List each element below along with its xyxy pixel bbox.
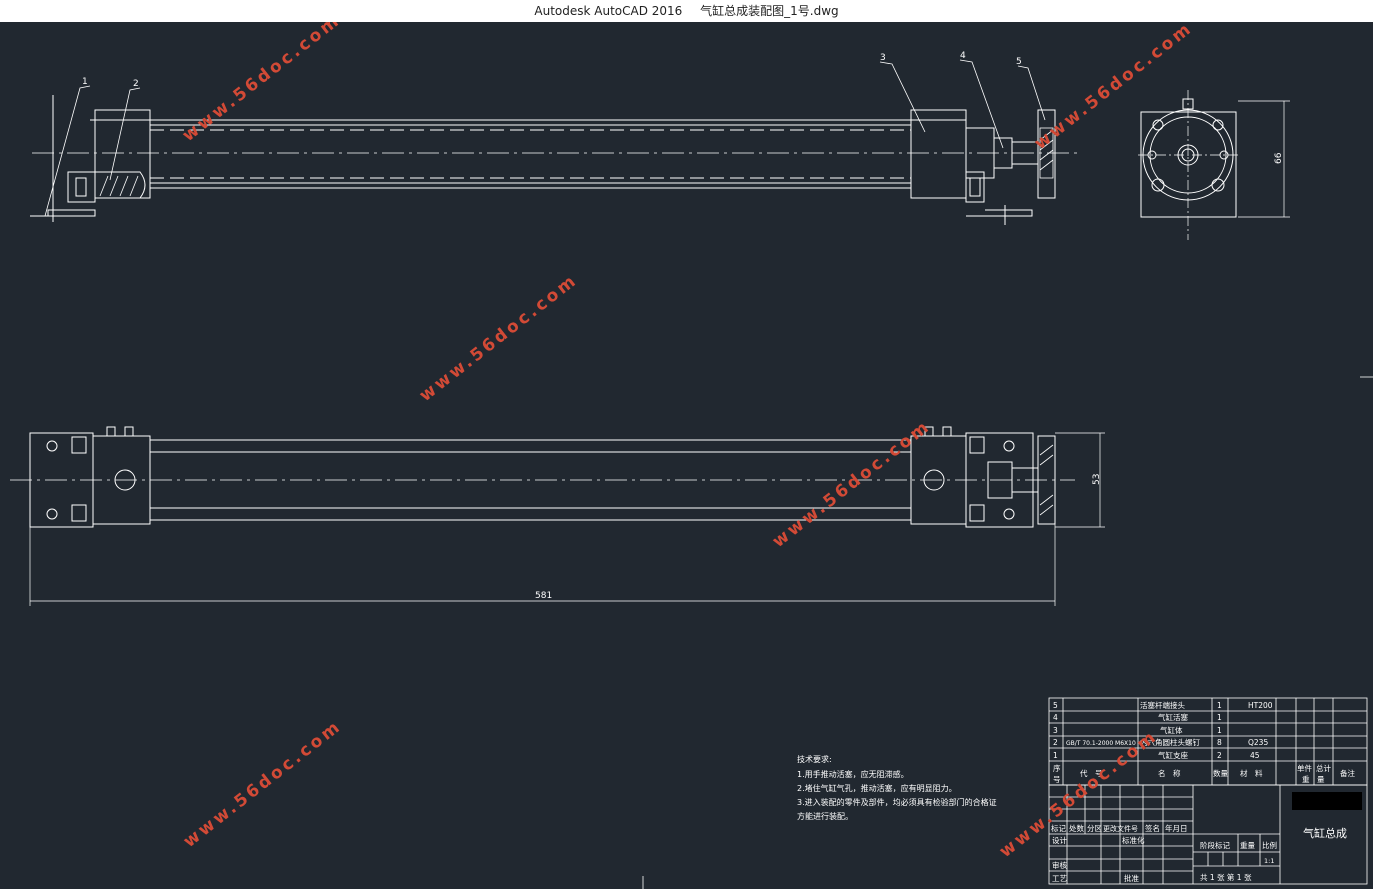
bom-header-material: 材 料 — [1240, 768, 1263, 778]
title-block: 标记 处数 分区 更改文件号 签名 年月日 设计 标准化 审核 工艺 批准 阶段… — [1051, 823, 1347, 883]
tb-weight: 重量 — [1240, 841, 1256, 850]
balloon-4: 4 — [960, 51, 966, 61]
window-title-bar: Autodesk AutoCAD 2016 气缸总成装配图_1号.dwg — [0, 0, 1373, 22]
title-block-lines — [1048, 784, 1368, 885]
bom-name: 内六角圆柱头螺钉 — [1140, 737, 1200, 747]
drawing-canvas[interactable]: 1 2 3 4 5 66 53 581 技术要求: 1.用手推动活塞，应无阻滞感… — [0, 22, 1373, 889]
tb-rev-sign: 签名 — [1145, 823, 1160, 833]
bom-no: 5 — [1053, 701, 1058, 710]
tb-scale: 比例 — [1262, 840, 1277, 850]
tb-process: 工艺 — [1052, 874, 1067, 883]
tech-req-line-3: 3.进入装配的零件及部件，均必须具有检验部门的合格证 — [797, 797, 997, 807]
balloon-5: 5 — [1016, 57, 1022, 67]
tech-req-title: 技术要求: — [797, 754, 832, 764]
tb-review: 审核 — [1052, 860, 1068, 870]
bom-header-total: 总计 — [1316, 763, 1332, 773]
balloon-3: 3 — [880, 53, 886, 63]
bom-header-remark: 备注 — [1340, 768, 1356, 778]
watermark: www.56doc.com — [416, 270, 582, 406]
bom-no: 4 — [1053, 713, 1058, 722]
tech-req-line-2: 2.堵住气缸气孔，推动活塞，应有明显阻力。 — [797, 783, 957, 793]
balloon-2: 2 — [133, 79, 139, 89]
bom-qty: 1 — [1217, 701, 1222, 710]
tb-rev-count: 处数 — [1069, 823, 1085, 833]
tb-rev-date: 年月日 — [1165, 823, 1188, 833]
app-title: Autodesk AutoCAD 2016 — [534, 4, 683, 18]
part-leaders — [44, 59, 1046, 217]
watermarks: www.56doc.com www.56doc.com www.56doc.co… — [179, 22, 1197, 862]
dim-53-label: 53 — [1092, 474, 1102, 485]
front-view — [30, 95, 1080, 225]
bom-header-weight: 重 量 — [1302, 775, 1325, 784]
file-name: 气缸总成装配图_1号.dwg — [700, 4, 839, 18]
tb-rev-mark: 标记 — [1051, 823, 1067, 833]
side-view — [1138, 90, 1290, 240]
company-blank-cell — [1292, 792, 1362, 810]
bom-no: 3 — [1053, 726, 1058, 735]
bom-code: GB/T 70.1-2000 M6X10 — [1066, 740, 1136, 747]
tb-stage-mark: 阶段标记 — [1200, 840, 1230, 850]
tb-drawing-name: 气缸总成 — [1303, 826, 1347, 840]
tb-rev-zone: 分区 — [1087, 824, 1103, 833]
bom-material: 45 — [1250, 751, 1260, 760]
tb-approve: 批准 — [1124, 873, 1140, 883]
bom-name: 气缸活塞 — [1158, 712, 1188, 722]
bom-qty: 1 — [1217, 713, 1222, 722]
bom-no: 1 — [1053, 751, 1058, 760]
bom-qty: 8 — [1217, 738, 1222, 747]
bom-header-no-2: 号 — [1053, 775, 1061, 784]
top-view — [10, 426, 1105, 606]
bom-header-name: 名 称 — [1158, 768, 1181, 778]
bom-material: Q235 — [1248, 738, 1268, 747]
bom-material: HT200 — [1248, 701, 1273, 710]
bom-table: 5 活塞杆端接头 1 HT200 4 气缸活塞 1 3 气缸体 1 2 GB/T… — [1053, 700, 1356, 784]
watermark: www.56doc.com — [179, 22, 345, 146]
tech-req-line-4: 方能进行装配。 — [797, 811, 853, 821]
bom-name: 气缸支座 — [1158, 750, 1188, 760]
tech-req-line-1: 1.用手推动活塞，应无阻滞感。 — [797, 769, 909, 779]
bom-table-lines — [1048, 697, 1368, 786]
watermark: www.56doc.com — [180, 716, 346, 852]
bom-header-single: 单件 — [1297, 763, 1313, 773]
watermark: www.56doc.com — [769, 416, 935, 552]
bom-header-code: 代 号 — [1080, 768, 1103, 778]
dim-66-label: 66 — [1274, 152, 1284, 164]
bom-name: 活塞杆端接头 — [1140, 700, 1185, 710]
bom-name: 气缸体 — [1160, 725, 1183, 735]
tb-rev-doc: 更改文件号 — [1103, 824, 1138, 833]
bom-qty: 1 — [1217, 726, 1222, 735]
bom-qty: 2 — [1217, 751, 1222, 760]
dim-581-label: 581 — [535, 591, 552, 601]
bom-header-no: 序 — [1053, 763, 1061, 773]
bom-no: 2 — [1053, 738, 1058, 747]
tb-sheets: 共 1 张 第 1 张 — [1200, 872, 1252, 882]
tb-design: 设计 — [1052, 835, 1068, 845]
tb-scale-value: 1:1 — [1264, 857, 1274, 865]
tb-standard: 标准化 — [1122, 835, 1145, 845]
balloon-1: 1 — [82, 77, 88, 87]
bom-header-qty: 数量 — [1213, 768, 1229, 778]
watermark: www.56doc.com — [1031, 22, 1197, 154]
